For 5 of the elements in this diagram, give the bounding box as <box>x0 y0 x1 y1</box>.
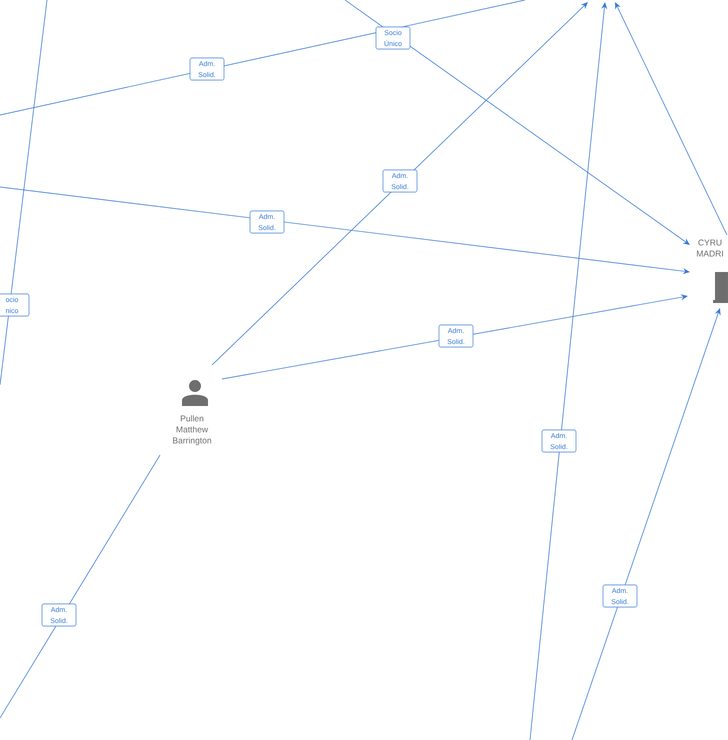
node-label: Pullen Matthew Barrington <box>173 415 212 446</box>
node-label: CYRU MADRI <box>697 240 723 256</box>
arrow <box>212 2 588 366</box>
arrow <box>615 2 728 236</box>
arrow <box>344 0 690 245</box>
